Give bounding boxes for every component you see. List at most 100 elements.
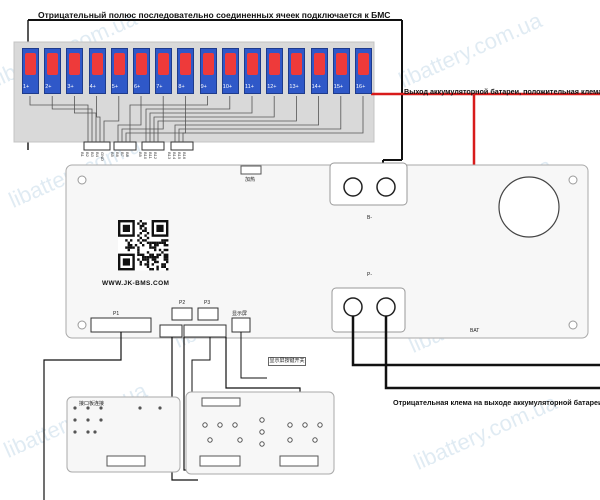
sense-wire [117, 96, 142, 142]
board-pad [93, 430, 97, 434]
cell-top [313, 53, 325, 75]
cell-top [136, 53, 147, 75]
pin-label: B8 [125, 152, 130, 157]
cell-label: 16+ [356, 84, 366, 90]
battery-cell [66, 48, 84, 94]
cell-top [335, 53, 347, 75]
display-switch-label: 显示屏按键开关 [268, 357, 306, 366]
board-pad [317, 422, 323, 428]
cell-top [91, 53, 103, 75]
cell-top [69, 53, 81, 75]
cell-label: 3+ [67, 84, 74, 90]
board-pad [86, 406, 90, 410]
battery-cell [88, 48, 106, 94]
cell-top [113, 53, 125, 75]
cell-top [291, 53, 303, 75]
battery-cell [266, 48, 284, 94]
b-minus-label: B- [367, 215, 372, 221]
battery-cell [177, 48, 195, 94]
cell-label: 12+ [267, 84, 277, 90]
board-pad [207, 437, 213, 443]
sense-wire [157, 96, 297, 142]
cell-top [180, 53, 192, 75]
sense-connector [170, 141, 194, 151]
sense-wire [74, 96, 97, 142]
battery-cell [199, 48, 217, 94]
sense-wire [153, 96, 275, 142]
bat-label: BAT [470, 328, 480, 334]
sense-connector [113, 141, 137, 151]
battery-cell [355, 48, 372, 94]
board-pad [259, 417, 265, 423]
sense-wire [29, 96, 89, 142]
cell-label: 2+ [45, 84, 52, 90]
output-positive-label: Выход аккумуляторной батареи, положитель… [404, 87, 600, 96]
cell-label: 5+ [111, 84, 119, 90]
battery-cell [221, 48, 239, 94]
p-minus-label: P- [367, 272, 372, 278]
sense-wire [174, 96, 319, 142]
p2-label: P2 [179, 300, 186, 306]
cell-label: 10+ [222, 84, 233, 90]
sense-wire [103, 96, 120, 142]
board-pad [302, 422, 308, 428]
pin-label: B16 [182, 152, 187, 160]
cell-label: 13+ [289, 84, 299, 90]
board-pad [259, 441, 265, 447]
battery-cell [22, 48, 39, 94]
board-pad [158, 406, 162, 410]
board-pad [217, 422, 223, 428]
interface-board-label: 接口板连接 [79, 401, 105, 407]
cell-top [47, 53, 59, 75]
board-pad [99, 418, 103, 422]
board-pad [259, 429, 265, 435]
board-pad [86, 430, 90, 434]
sense-wire [149, 96, 253, 142]
board-pad [86, 418, 90, 422]
battery-cell [155, 48, 173, 94]
battery-cell [288, 48, 306, 94]
battery-cell [332, 48, 350, 94]
cell-top [269, 53, 281, 75]
battery-cell [310, 48, 328, 94]
cell-top [224, 53, 236, 75]
board-pad [138, 406, 142, 410]
battery-cell [44, 48, 62, 94]
sense-wire [145, 96, 231, 142]
cell-label: 6+ [134, 84, 141, 90]
board-pad [312, 437, 318, 443]
sense-wire [182, 96, 364, 142]
small-port-label: 加热 [245, 177, 256, 183]
battery-cell [244, 48, 261, 94]
sense-wire [51, 96, 93, 142]
sense-wire [129, 96, 208, 142]
battery-cell [133, 48, 150, 94]
cell-top [202, 53, 214, 75]
pin-label: GND [100, 152, 105, 161]
board-pad [73, 418, 77, 422]
sense-wire [178, 96, 342, 142]
output-negative-label: Отрицательная клема на выходе аккумулято… [393, 398, 600, 407]
sense-wire [121, 96, 164, 142]
cell-label: 7+ [156, 84, 163, 90]
cell-label: 8+ [178, 84, 185, 90]
cell-top [358, 53, 369, 75]
website-label: WWW.JK-BMS.COM [102, 280, 170, 287]
board-pad [99, 406, 103, 410]
sense-wire [125, 96, 186, 142]
cell-label: 14+ [311, 84, 321, 90]
p1-label: P1 [113, 311, 120, 317]
cell-label: 15+ [333, 84, 344, 90]
pin-label: B12 [153, 152, 158, 160]
cell-label: 1+ [23, 84, 30, 90]
battery-cell [110, 48, 128, 94]
board-pad [232, 422, 238, 428]
cell-label: 4+ [89, 84, 96, 90]
cell-top [247, 53, 258, 75]
sense-wire [96, 96, 101, 142]
cell-label: 9+ [200, 84, 207, 90]
board-pad [73, 406, 77, 410]
board-pad [237, 437, 243, 443]
sense-connector [83, 141, 111, 151]
